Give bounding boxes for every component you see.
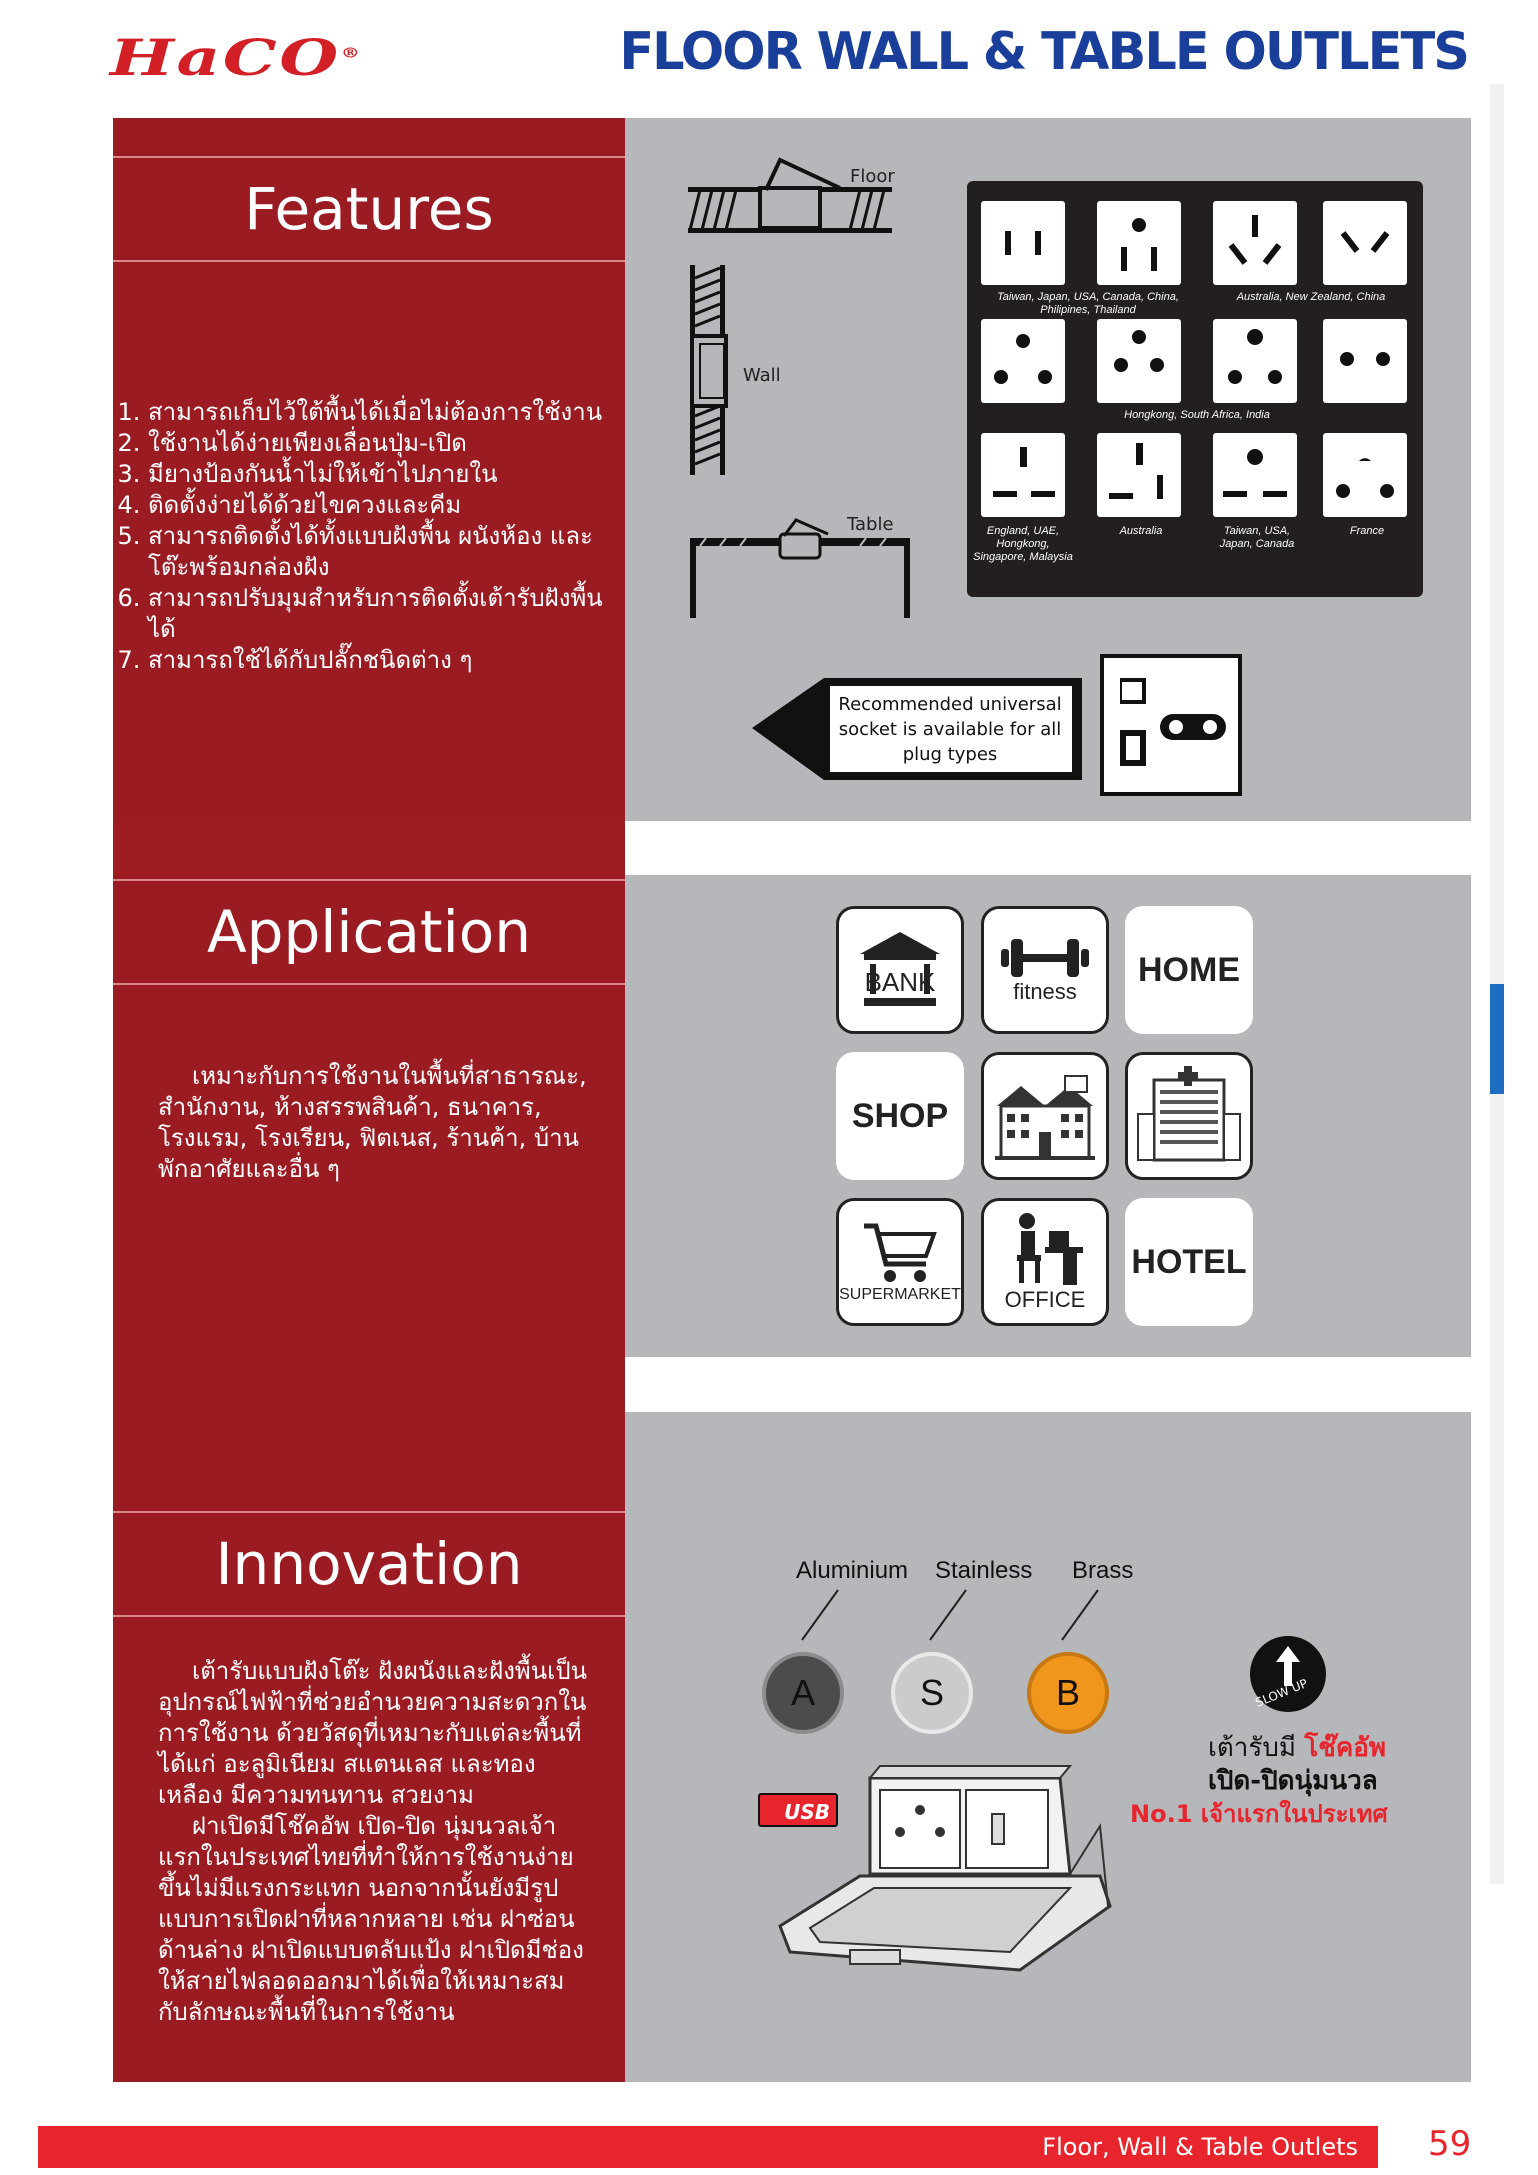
tile-supermarket: SUPERMARKET xyxy=(836,1198,964,1326)
slow-up-badge xyxy=(1250,1636,1326,1712)
feature-item: สามารถใช้ได้กับปลั๊กชนิดต่าง ๆ xyxy=(148,645,613,676)
promo-line-1: เต้ารับมี โช๊คอัพ xyxy=(1208,1733,1387,1763)
side-index-active-tab xyxy=(1490,984,1504,1094)
innovation-title: Innovation xyxy=(113,1511,625,1617)
footer-bar xyxy=(38,2126,1378,2168)
brand-logo: HaCO® xyxy=(110,28,363,87)
floor-label: Floor xyxy=(850,166,895,187)
tile-home-label: HOME xyxy=(1138,950,1240,989)
tile-bank: BANK xyxy=(836,906,964,1034)
tile-supermarket-label: SUPERMARKET xyxy=(839,1286,961,1303)
promo-line-2: เปิด-ปิดนุ่มนวล xyxy=(1208,1766,1378,1796)
page-header-title: FLOOR WALL & TABLE OUTLETS xyxy=(619,22,1470,82)
tile-shop-label: SHOP xyxy=(851,1096,949,1135)
tile-school xyxy=(981,1052,1109,1180)
feature-item: สามารถติดตั้งได้ทั้งแบบฝังพื้น ผนังห้อง … xyxy=(148,521,613,583)
plug-caption: Hongkong, South Africa, India xyxy=(1124,409,1270,421)
features-list: สามารถเก็บไว้ใต้พื้นได้เมื่อไม่ต้องการใช… xyxy=(118,397,613,676)
socket-type-i xyxy=(1213,201,1297,285)
feature-item: สามารถปรับมุมสำหรับการติดตั้งเต้ารับฝังพ… xyxy=(148,583,613,645)
plug-caption: Taiwan, Japan, USA, Canada, China, Phili… xyxy=(997,291,1179,316)
innovation-paragraph: เต้ารับแบบฝังโต๊ะ ฝังผนังและฝังพื้นเป็นอ… xyxy=(158,1657,587,1809)
finish-leader-lines xyxy=(801,1589,1099,1641)
finish-brass-swatch: B xyxy=(1027,1652,1109,1734)
plug-caption: France xyxy=(1349,525,1385,537)
finish-label-aluminium: Aluminium xyxy=(796,1557,909,1584)
application-red-panel xyxy=(113,875,625,1415)
mounting-diagram xyxy=(688,157,910,618)
application-body: เหมาะกับการใช้งานในพื้นที่สาธารณะ, สำนัก… xyxy=(158,1062,587,1183)
footer-title: Floor, Wall & Table Outlets xyxy=(1042,2133,1358,2161)
popup-outlet-illustration xyxy=(778,1765,1112,1972)
tile-bank-label: BANK xyxy=(864,967,936,997)
socket-type-m xyxy=(1213,319,1297,403)
tile-fitness: fitness xyxy=(981,906,1109,1034)
socket-type-g xyxy=(981,433,1065,517)
tile-office-label: OFFICE xyxy=(1004,1287,1086,1312)
application-title: Application xyxy=(113,879,625,985)
plug-types-chart: Taiwan, Japan, USA, Canada, China, Phili… xyxy=(967,181,1423,597)
wall-label: Wall xyxy=(743,365,781,386)
socket-type-e xyxy=(1323,433,1407,517)
socket-type-c-2pin xyxy=(1323,319,1407,403)
dumbbell-icon xyxy=(1001,939,1089,977)
office-worker-icon xyxy=(1017,1213,1083,1285)
innovation-gray-panel xyxy=(625,1412,1471,2082)
wall-mount-icon xyxy=(690,265,728,475)
table-mount-icon xyxy=(690,518,910,618)
recommend-text: Recommended universal socket is availabl… xyxy=(838,694,1062,765)
tile-fitness-label: fitness xyxy=(1013,979,1077,1004)
feature-item: มียางป้องกันน้ำไม่ให้เข้าไปภายใน xyxy=(148,459,613,490)
promo-line-3: No.1 เจ้าแรกในประเทศ xyxy=(1130,1800,1388,1828)
plug-caption: Australia, New Zealand, China xyxy=(1236,291,1386,303)
bank-icon xyxy=(860,932,940,1006)
finish-aluminium-swatch: A xyxy=(762,1652,844,1734)
tile-shop: SHOP xyxy=(836,1052,964,1180)
tile-hospital xyxy=(1125,1052,1253,1180)
page-number: 59 xyxy=(1428,2124,1472,2164)
socket-type-d xyxy=(981,319,1065,403)
socket-type-b-flat xyxy=(1213,433,1297,517)
tile-home: HOME xyxy=(1125,906,1253,1034)
tile-hotel: HOTEL xyxy=(1125,1198,1253,1326)
innovation-body: เต้ารับแบบฝังโต๊ะ ฝังผนังและฝังพื้นเป็นอ… xyxy=(158,1656,588,2028)
innovation-red-panel xyxy=(113,1412,625,2082)
socket-type-i-au xyxy=(1097,433,1181,517)
socket-type-a xyxy=(981,201,1065,285)
feature-item: ติดตั้งง่ายได้ด้วยไขควงและคีม xyxy=(148,490,613,521)
finish-label-stainless: Stainless xyxy=(935,1557,1033,1584)
recommend-arrow xyxy=(752,678,1082,780)
table-label: Table xyxy=(847,514,894,535)
socket-type-i-2pin xyxy=(1323,201,1407,285)
innovation-paragraph: ฝาเปิดมีโช๊คอัพ เปิด-ปิด นุ่มนวลเจ้าแรกใ… xyxy=(158,1812,584,2026)
school-building-icon xyxy=(995,1075,1095,1160)
socket-type-b xyxy=(1097,201,1181,285)
finish-stainless-swatch: S xyxy=(891,1652,973,1734)
features-red-panel xyxy=(113,118,625,875)
finish-label-brass: Brass xyxy=(1072,1557,1134,1584)
plug-caption: Australia xyxy=(1119,525,1163,537)
hospital-building-icon xyxy=(1137,1066,1241,1162)
plug-caption: England, UAE, Hongkong, Singapore, Malay… xyxy=(973,525,1073,563)
tile-office: OFFICE xyxy=(981,1198,1109,1326)
shopping-cart-icon xyxy=(864,1223,937,1282)
feature-item: ใช้งานได้ง่ายเพียงเลื่อนปุ่ม-เปิด xyxy=(148,428,613,459)
universal-socket-icon xyxy=(1100,654,1242,796)
usb-badge: USB xyxy=(758,1793,838,1827)
floor-mount-icon xyxy=(688,157,892,233)
plug-caption: Taiwan, USA, Japan, Canada xyxy=(1219,525,1295,550)
feature-item: สามารถเก็บไว้ใต้พื้นได้เมื่อไม่ต้องการใช… xyxy=(148,397,613,428)
features-title: Features xyxy=(113,156,625,262)
socket-type-c xyxy=(1097,319,1181,403)
tile-hotel-label: HOTEL xyxy=(1131,1242,1247,1281)
